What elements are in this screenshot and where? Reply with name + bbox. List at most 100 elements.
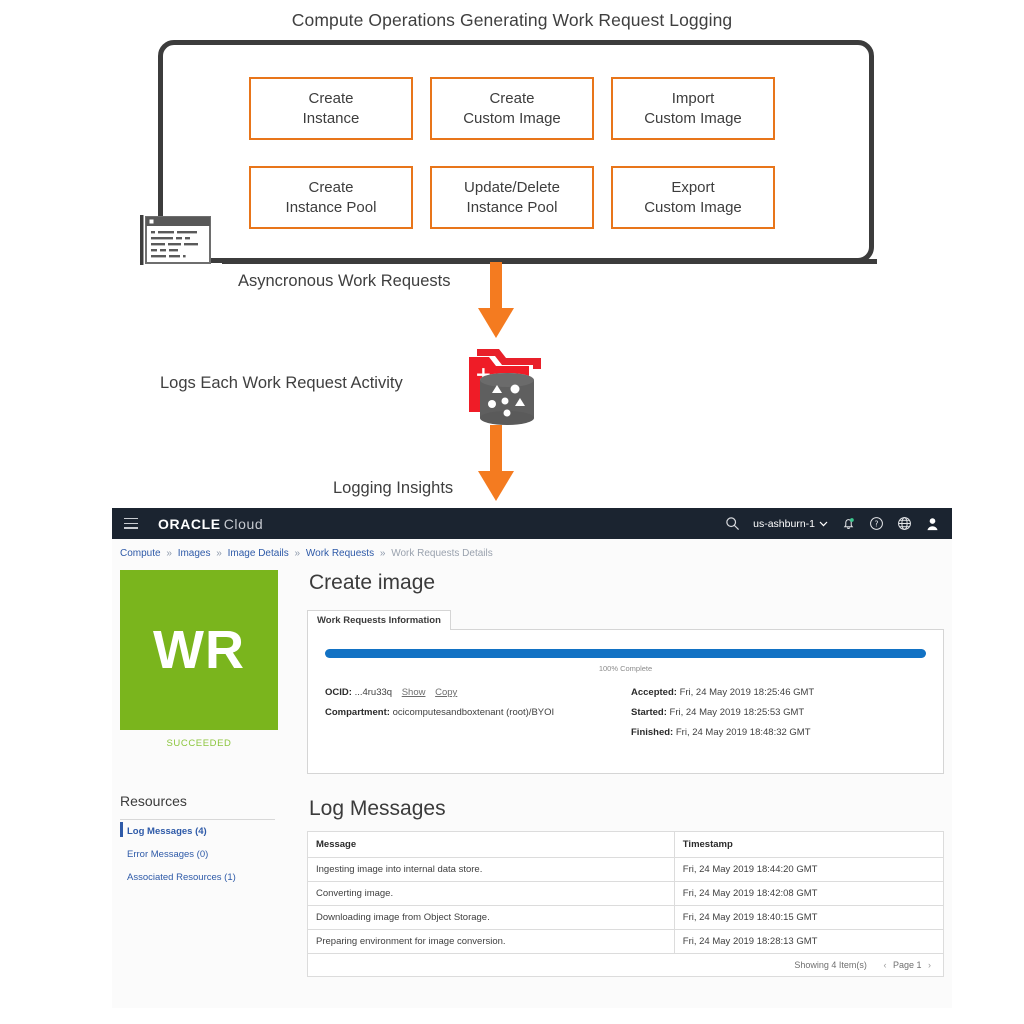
chevron-down-icon — [819, 521, 828, 526]
resources-divider — [120, 819, 275, 820]
breadcrumb-separator: » — [166, 548, 172, 559]
breadcrumb-item-compute[interactable]: Compute — [120, 548, 161, 559]
progress-label: 100% Complete — [598, 664, 653, 673]
compute-operations-container: Create Instance Create Custom Image Impo… — [158, 40, 874, 263]
operation-box: Update/Delete Instance Pool — [430, 166, 594, 229]
compartment-row: Compartment: ocicomputesandboxtenant (ro… — [325, 707, 625, 718]
details-right: Accepted: Fri, 24 May 2019 18:25:46 GMT … — [625, 687, 926, 747]
table-row[interactable]: Downloading image from Object Storage. F… — [307, 905, 945, 930]
column-header-message: Message — [307, 831, 675, 858]
resources-heading: Resources — [120, 793, 187, 809]
operation-line-2: Custom Image — [463, 109, 561, 127]
brand-cloud: Cloud — [223, 515, 264, 532]
show-link[interactable]: Show — [401, 687, 426, 698]
operation-box: Export Custom Image — [611, 166, 775, 229]
finished-label: Finished: — [631, 727, 674, 738]
operation-line-1: Create — [308, 178, 354, 196]
tab-work-requests-information[interactable]: Work Requests Information — [307, 610, 451, 630]
breadcrumb-separator: » — [379, 548, 386, 559]
accepted-row: Accepted: Fri, 24 May 2019 18:25:46 GMT — [631, 687, 926, 698]
started-label: Started: — [631, 707, 667, 718]
cell-timestamp: Fri, 24 May 2019 18:44:20 GMT — [673, 857, 945, 882]
sidebar-item-error-messages[interactable]: Error Messages (0) — [127, 849, 209, 860]
operation-line-2: Instance Pool — [285, 198, 377, 216]
pagination: ‹ Page 1 › — [879, 960, 935, 970]
breadcrumb-current: Work Requests Details — [391, 548, 493, 559]
operation-box: Create Instance Pool — [249, 166, 413, 229]
operation-line-2: Instance Pool — [466, 198, 558, 216]
started-row: Started: Fri, 24 May 2019 18:25:53 GMT — [631, 707, 926, 718]
table-row[interactable]: Ingesting image into internal data store… — [307, 857, 945, 882]
sidebar-item-log-messages[interactable]: Log Messages (4) — [120, 820, 290, 843]
flow-label-logs: Logs Each Work Request Activity — [160, 374, 403, 392]
column-header-timestamp: Timestamp — [673, 831, 945, 858]
page-title: Create image — [309, 571, 436, 594]
ocid-label: OCID: — [325, 687, 352, 698]
flow-connector-line — [222, 259, 877, 264]
right-column: Create image Work Requests Information 1… — [290, 565, 945, 977]
progress-bar-fill — [325, 649, 926, 658]
chevron-right-icon[interactable]: › — [928, 960, 931, 970]
flow-label-insights: Logging Insights — [333, 479, 454, 497]
hamburger-menu-icon[interactable] — [124, 518, 138, 529]
log-folder-database-icon: + — [469, 349, 541, 425]
accepted-label: Accepted: — [631, 687, 677, 698]
bell-icon[interactable] — [841, 516, 856, 531]
cell-timestamp: Fri, 24 May 2019 18:40:15 GMT — [673, 905, 945, 930]
arrow-logs-to-insights — [478, 425, 514, 501]
table-row[interactable]: Converting image. Fri, 24 May 2019 18:42… — [307, 881, 945, 906]
breadcrumb-separator: » — [294, 548, 301, 559]
left-column: WR SUCCEEDED Resources Log Messages (4) … — [120, 565, 290, 977]
operation-box: Import Custom Image — [611, 77, 775, 140]
page-number: Page 1 — [892, 960, 922, 970]
accepted-value: Fri, 24 May 2019 18:25:46 GMT — [679, 687, 815, 698]
breadcrumb: Compute » Images » Image Details » Work … — [112, 539, 952, 559]
finished-row: Finished: Fri, 24 May 2019 18:48:32 GMT — [631, 727, 926, 738]
work-request-badge: WR — [120, 570, 278, 730]
breadcrumb-item-work-requests[interactable]: Work Requests — [305, 548, 375, 559]
sidebar-item-associated-resources[interactable]: Associated Resources (1) — [127, 872, 236, 883]
console-body: WR SUCCEEDED Resources Log Messages (4) … — [112, 559, 952, 977]
cell-message: Ingesting image into internal data store… — [307, 857, 675, 882]
finished-value: Fri, 24 May 2019 18:48:32 GMT — [675, 727, 811, 738]
breadcrumb-item-image-details[interactable]: Image Details — [227, 548, 289, 559]
user-avatar-icon[interactable] — [925, 516, 940, 531]
operation-line-1: Export — [671, 178, 715, 196]
chevron-left-icon[interactable]: ‹ — [883, 960, 887, 970]
log-messages-heading: Log Messages — [309, 797, 446, 820]
globe-icon[interactable] — [897, 516, 912, 531]
cell-message: Preparing environment for image conversi… — [307, 929, 675, 954]
log-messages-table: Message Timestamp Ingesting image into i… — [307, 831, 945, 977]
search-icon[interactable] — [725, 516, 740, 531]
flow-label-async: Asyncronous Work Requests — [238, 272, 451, 290]
table-row[interactable]: Preparing environment for image conversi… — [307, 929, 945, 954]
operation-box: Create Instance — [249, 77, 413, 140]
operation-line-2: Custom Image — [644, 198, 742, 216]
topbar-actions: us-ashburn-1 ? — [725, 516, 940, 531]
cell-message: Downloading image from Object Storage. — [307, 905, 675, 930]
diagram-title: Compute Operations Generating Work Reque… — [291, 10, 733, 30]
table-footer-cell: Showing 4 Item(s) ‹ Page 1 › — [307, 953, 944, 977]
operations-grid: Create Instance Create Custom Image Impo… — [249, 77, 779, 229]
cell-message: Converting image. — [307, 881, 675, 906]
compartment-value: ocicomputesandboxtenant (root)/BYOI — [392, 707, 555, 718]
question-circle-icon[interactable]: ? — [869, 516, 884, 531]
brand-oracle: ORACLE — [158, 515, 221, 532]
console-window-icon — [140, 215, 211, 265]
status-badge: SUCCEEDED — [166, 738, 232, 749]
cell-timestamp: Fri, 24 May 2019 18:42:08 GMT — [673, 881, 945, 906]
tab-strip-filler — [450, 609, 944, 630]
showing-count: Showing 4 Item(s) — [794, 960, 867, 970]
operation-line-1: Import — [671, 89, 715, 107]
compartment-label: Compartment: — [325, 707, 390, 718]
copy-link[interactable]: Copy — [435, 687, 458, 698]
breadcrumb-item-images[interactable]: Images — [177, 548, 211, 559]
operation-line-2: Custom Image — [644, 109, 742, 127]
operation-line-1: Create — [489, 89, 535, 107]
work-requests-information-panel: 100% Complete OCID: ...4ru33q Show Copy … — [307, 630, 944, 774]
operation-line-2: Instance — [302, 109, 360, 127]
region-selector[interactable]: us-ashburn-1 — [753, 518, 828, 530]
ocid-value: ...4ru33q — [354, 687, 393, 698]
